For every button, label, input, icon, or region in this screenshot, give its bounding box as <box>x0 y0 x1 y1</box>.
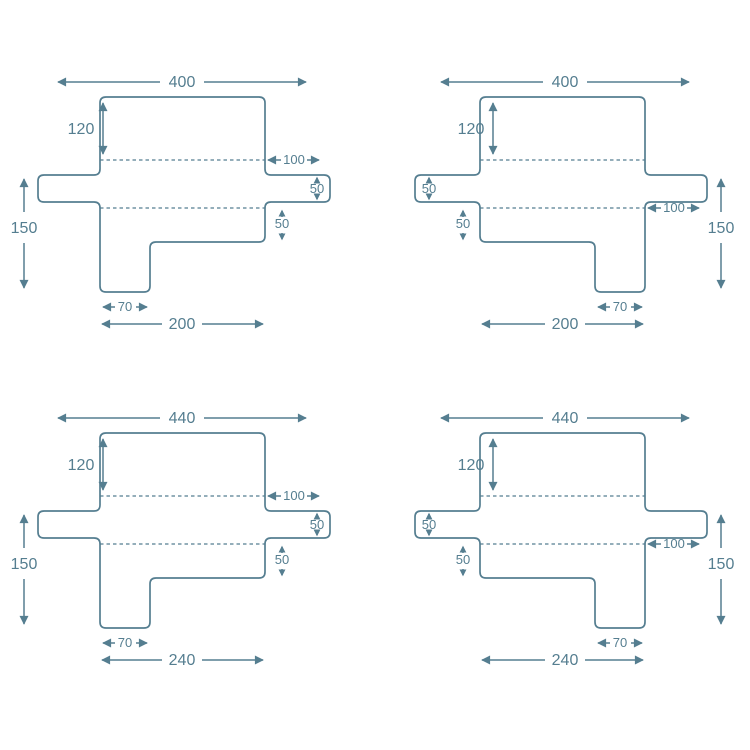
dim-seat-depth-value: 100 <box>663 536 685 551</box>
dim-flap-height-value: 120 <box>68 121 95 138</box>
diagram-bottom-right: 440 120 50 50 100 150 70 <box>414 410 735 669</box>
dim-bottom-width: 200 <box>481 316 644 333</box>
dim-flap-height: 120 <box>68 438 108 491</box>
dim-flap-height-value: 120 <box>458 457 485 474</box>
dim-front-drop-value: 50 <box>275 216 289 231</box>
dim-seat-depth: 100 <box>647 536 700 551</box>
dim-bottom-width: 200 <box>101 316 264 333</box>
dim-seat-depth-value: 100 <box>663 200 685 215</box>
dim-tab-width-value: 70 <box>613 299 627 314</box>
dim-top-width: 440 <box>440 410 690 427</box>
dim-arm-height: 50 <box>310 176 324 201</box>
diagram-bottom-left: 440 120 100 50 50 150 70 <box>11 410 331 669</box>
dim-front-drop: 50 <box>456 545 470 577</box>
dim-side-height-value: 150 <box>11 556 38 573</box>
dim-tab-width: 70 <box>102 635 148 650</box>
dim-side-height-value: 150 <box>11 220 38 237</box>
dim-bottom-width-value: 240 <box>169 652 196 669</box>
dim-arm-height: 50 <box>422 512 436 537</box>
dim-top-width: 400 <box>57 74 307 91</box>
dim-side-height-value: 150 <box>708 220 735 237</box>
dim-top-width-value: 400 <box>169 74 196 91</box>
dim-tab-width: 70 <box>597 299 643 314</box>
dim-tab-width-value: 70 <box>118 635 132 650</box>
dim-tab-width-value: 70 <box>118 299 132 314</box>
dim-side-height: 150 <box>11 178 38 289</box>
dim-seat-depth: 100 <box>267 152 320 167</box>
dim-flap-height: 120 <box>458 102 498 155</box>
diagram-top-right: 400 120 50 50 100 150 70 <box>414 74 735 333</box>
dim-flap-height-value: 120 <box>68 457 95 474</box>
dim-front-drop: 50 <box>275 209 289 241</box>
cover-outline <box>414 96 708 293</box>
dim-side-height: 150 <box>708 514 735 625</box>
dim-arm-height: 50 <box>422 176 436 201</box>
diagram-top-left: 400 120 100 50 50 150 70 <box>11 74 331 333</box>
dim-front-drop-value: 50 <box>456 552 470 567</box>
dim-tab-width-value: 70 <box>613 635 627 650</box>
dim-arm-height-value: 50 <box>422 181 436 196</box>
dim-flap-height: 120 <box>68 102 108 155</box>
cover-outline <box>37 96 331 293</box>
dim-front-drop: 50 <box>275 545 289 577</box>
dim-arm-height-value: 50 <box>422 517 436 532</box>
dim-front-drop-value: 50 <box>275 552 289 567</box>
dim-bottom-width-value: 200 <box>169 316 196 333</box>
dim-flap-height-value: 120 <box>458 121 485 138</box>
dim-arm-height-value: 50 <box>310 517 324 532</box>
dim-top-width-value: 400 <box>552 74 579 91</box>
dim-top-width: 440 <box>57 410 307 427</box>
dim-top-width-value: 440 <box>169 410 196 427</box>
dim-bottom-width: 240 <box>101 652 264 669</box>
dim-top-width: 400 <box>440 74 690 91</box>
dim-front-drop: 50 <box>456 209 470 241</box>
dim-top-width-value: 440 <box>552 410 579 427</box>
dim-side-height: 150 <box>708 178 735 289</box>
dim-seat-depth: 100 <box>267 488 320 503</box>
dim-seat-depth-value: 100 <box>283 152 305 167</box>
dim-bottom-width-value: 200 <box>552 316 579 333</box>
dim-flap-height: 120 <box>458 438 498 491</box>
dim-seat-depth-value: 100 <box>283 488 305 503</box>
cover-outline <box>37 432 331 629</box>
dim-arm-height: 50 <box>310 512 324 537</box>
dim-tab-width: 70 <box>597 635 643 650</box>
dim-arm-height-value: 50 <box>310 181 324 196</box>
cover-outline <box>414 432 708 629</box>
dim-seat-depth: 100 <box>647 200 700 215</box>
dim-side-height: 150 <box>11 514 38 625</box>
dim-tab-width: 70 <box>102 299 148 314</box>
dim-bottom-width-value: 240 <box>552 652 579 669</box>
dim-front-drop-value: 50 <box>456 216 470 231</box>
dim-bottom-width: 240 <box>481 652 644 669</box>
dim-side-height-value: 150 <box>708 556 735 573</box>
